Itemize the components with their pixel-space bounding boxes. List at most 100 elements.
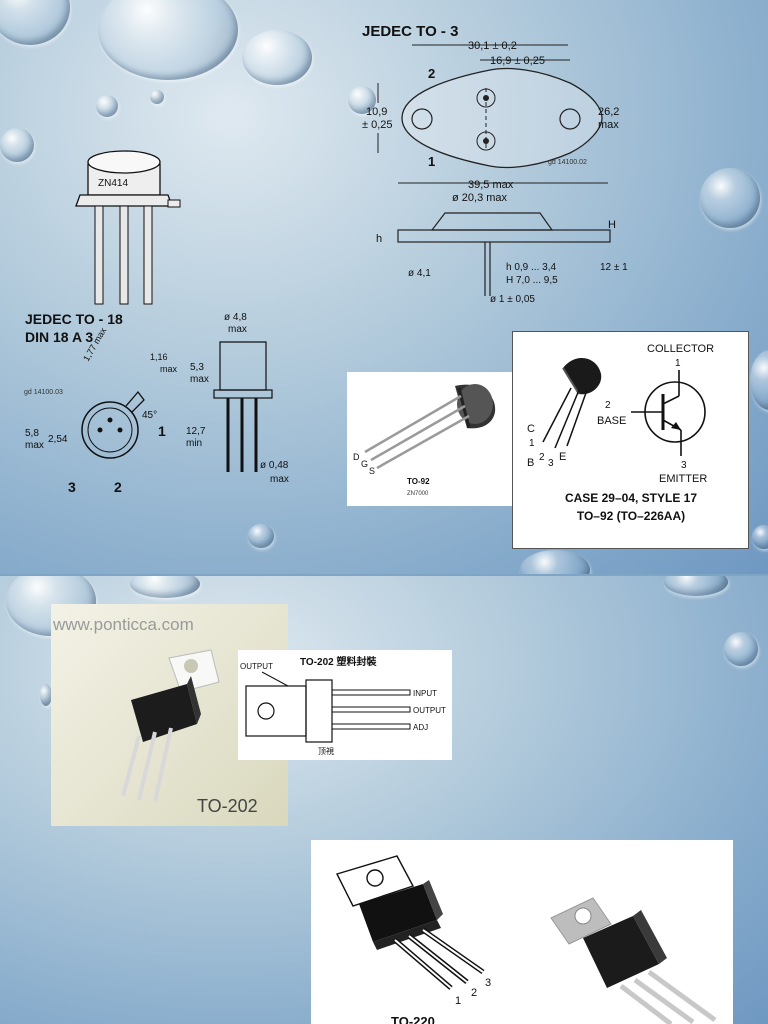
to220-panel: 1 2 3 TO-220 xyxy=(311,840,733,1024)
to3-drawing: JEDEC TO - 3 30,1 ± 0,2 16,9 ± 0,25 2 1 … xyxy=(362,23,628,305)
to92-pin-e: E xyxy=(559,451,566,463)
to202-diagram: TO-202 塑料封裝 OUTPUT INPUT OUTPUT ADJ 顶視 xyxy=(240,655,446,756)
water-drop xyxy=(248,524,274,548)
to18-dim-45: 45° xyxy=(142,410,157,421)
slide-2: www.ponticca.com TO-202 TO-202 塑料封裝 OUTP… xyxy=(0,576,768,1024)
to92-case-drawing: C 1 B 2 3 E COLLECTOR 1 2 BASE 3 EMITTER… xyxy=(527,343,714,523)
to3-dim-width: 30,1 ± 0,2 xyxy=(468,40,517,52)
to202-diagram-panel: TO-202 塑料封裝 OUTPUT INPUT OUTPUT ADJ 顶視 xyxy=(238,650,452,760)
slide-1: JEDEC TO - 3 30,1 ± 0,2 16,9 ± 0,25 2 1 … xyxy=(0,0,768,576)
to220-pin3: 3 xyxy=(485,977,491,989)
emitter-pin: 3 xyxy=(681,460,687,471)
to202-input: INPUT xyxy=(413,689,437,698)
emitter-label: EMITTER xyxy=(659,473,707,485)
base-pin: 2 xyxy=(605,400,611,411)
to3-dim-length: 39,5 max xyxy=(468,179,514,191)
to18-dim-127-unit: min xyxy=(186,438,202,449)
to3-dim-hole-spacing: 16,9 ± 0,25 xyxy=(490,55,545,67)
to3-dim-dia: ø 20,3 max xyxy=(452,192,508,204)
to3-dim-right-unit: max xyxy=(598,119,619,131)
watermark-text: www.ponticca.com xyxy=(52,615,194,634)
water-drop xyxy=(0,0,70,45)
to220-label: TO-220 xyxy=(391,1014,435,1024)
to3-dim-H: H xyxy=(608,219,616,231)
to18-dim-53-unit: max xyxy=(190,374,209,385)
water-drop xyxy=(242,30,312,85)
to18-dim-58: 5,8 xyxy=(25,428,39,439)
to18-dim-254: 2,54 xyxy=(48,434,68,445)
to220-pin1: 1 xyxy=(455,995,461,1007)
to18-code: gd 14100.03 xyxy=(24,389,63,396)
to18-dim-53: 5,3 xyxy=(190,362,204,373)
slide-separator xyxy=(0,574,768,577)
to18-dim-116-unit: max xyxy=(160,364,178,374)
to202-photo-panel: www.ponticca.com TO-202 xyxy=(51,604,288,826)
to3-dim-pin: ø 1 ± 0,05 xyxy=(490,294,535,305)
to18-dim-top-unit: max xyxy=(228,324,247,335)
to3-dim-right: 26,2 xyxy=(598,106,619,118)
to18-pin2: 2 xyxy=(114,479,122,495)
to202-photo-label: TO-202 xyxy=(197,796,258,816)
base-label: BASE xyxy=(597,415,626,427)
to3-pin1: 1 xyxy=(428,154,435,169)
water-drop xyxy=(150,90,164,104)
to92-num-3: 3 xyxy=(548,458,554,469)
to92-pin-b: B xyxy=(527,457,534,469)
to3-dim-lead: 12 ± 1 xyxy=(600,262,628,273)
to92-zn-title: TO-92 xyxy=(407,477,430,486)
water-drop xyxy=(0,128,34,162)
to202-diagram-title: TO-202 塑料封裝 xyxy=(300,655,377,668)
collector-label: COLLECTOR xyxy=(647,343,714,355)
water-drop xyxy=(700,168,760,228)
to92-zn-sub: ZN7000 xyxy=(407,491,429,497)
to3-dim-hole: ø 4,1 xyxy=(408,268,431,279)
water-drop xyxy=(98,0,238,80)
to18-pin3: 3 xyxy=(68,479,76,495)
to92-num-2: 2 xyxy=(539,452,545,463)
to3-h-range: h 0,9 ... 3,4 xyxy=(506,262,556,273)
to202-photo: www.ponticca.com TO-202 xyxy=(52,615,258,816)
to18-title-1: JEDEC TO - 18 xyxy=(25,311,123,327)
to92-zn-drawing: D G S TO-92 ZN7000 xyxy=(353,384,496,497)
to202-output-top: OUTPUT xyxy=(240,662,273,671)
to3-title: JEDEC TO - 3 xyxy=(362,23,458,40)
to3-dim-left-tol: ± 0,25 xyxy=(362,119,393,131)
to18-drawing: ZN414 JEDEC TO - 18 DIN 18 A 3 1,77 max … xyxy=(24,150,289,495)
to3-pin2: 2 xyxy=(428,66,435,81)
to202-adj: ADJ xyxy=(413,723,428,732)
to18-dim-116: 1,16 xyxy=(150,352,168,362)
to92-zn-panel: D G S TO-92 ZN7000 xyxy=(347,372,513,506)
to18-dim-58-unit: max xyxy=(25,440,44,451)
collector-pin: 1 xyxy=(675,358,681,369)
water-drop xyxy=(752,525,768,549)
to18-dim-048: ø 0,48 xyxy=(260,460,289,471)
water-drop xyxy=(96,95,118,117)
to202-output: OUTPUT xyxy=(413,706,446,715)
water-drop xyxy=(724,632,758,666)
to92-num-1: 1 xyxy=(529,438,535,449)
to3-dim-h: h xyxy=(376,233,382,245)
to92-caption-1: CASE 29–04, STYLE 17 xyxy=(565,491,697,505)
to18-title-2: DIN 18 A 3 xyxy=(25,329,93,345)
water-drop xyxy=(348,86,376,114)
to92-caption-2: TO–92 (TO–226AA) xyxy=(577,509,685,523)
to3-dim-left: 10,9 xyxy=(366,106,387,118)
water-drop xyxy=(130,576,200,598)
to220-drawing: 1 2 3 TO-220 xyxy=(336,855,733,1024)
to18-pin1: 1 xyxy=(158,423,166,439)
to18-body-label: ZN414 xyxy=(98,178,128,189)
water-drop xyxy=(664,576,728,596)
to202-footer: 顶視 xyxy=(318,747,334,756)
to220-pin2: 2 xyxy=(471,987,477,999)
to3-H-range: H 7,0 ... 9,5 xyxy=(506,275,558,286)
to92-case-panel: C 1 B 2 3 E COLLECTOR 1 2 BASE 3 EMITTER… xyxy=(512,331,749,549)
water-drop xyxy=(40,684,52,706)
to18-dim-127: 12,7 xyxy=(186,426,206,437)
to18-dim-top: ø 4,8 xyxy=(224,312,247,323)
to18-dim-048-unit: max xyxy=(270,474,289,485)
to92-pin-d: D xyxy=(353,452,360,462)
to92-pin-s: S xyxy=(369,466,375,476)
water-drop xyxy=(520,550,590,576)
to3-code: gd 14100.02 xyxy=(548,159,587,166)
water-drop xyxy=(750,350,768,410)
